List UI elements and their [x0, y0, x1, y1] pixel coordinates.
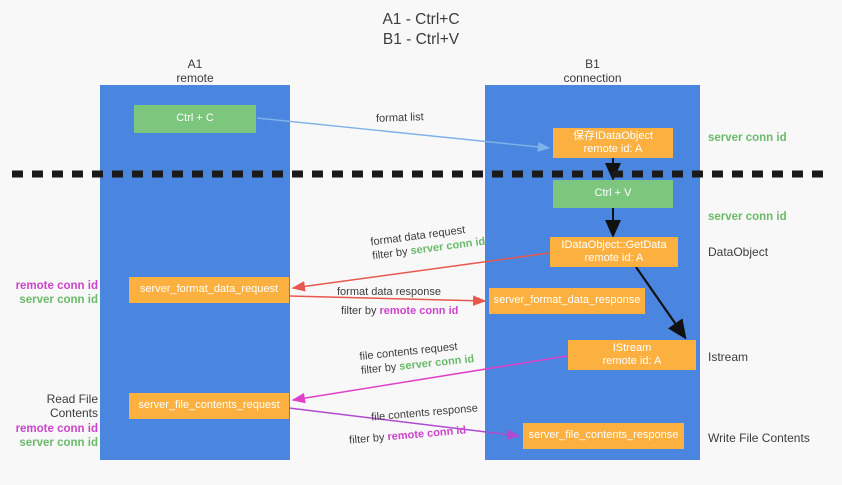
edge-label-file-contents-request: file contents request filter by server c…	[359, 338, 475, 378]
lane-a1-title: A1	[187, 57, 203, 71]
edge-label-file-contents-response-title: file contents response	[370, 402, 479, 424]
annotation-istream: Istream	[708, 350, 749, 364]
node-server-file-contents-response[interactable]: server_file_contents_response	[523, 423, 684, 449]
node-idataobject-getdata[interactable]: IDataObject::GetData remote id: A	[550, 237, 678, 267]
node-ctrl-c[interactable]: Ctrl + C	[134, 105, 256, 133]
lane-b1-subtitle: connection	[563, 71, 622, 85]
node-server-format-data-response-label: server_format_data_response	[493, 294, 641, 307]
edge-label-file-contents-response: file contents response filter by remote …	[347, 401, 481, 447]
node-getdata-line2: remote id: A	[584, 252, 644, 264]
edge-label-format-data-response-title: format data response	[337, 286, 441, 298]
node-getdata-line1: IDataObject::GetData	[561, 238, 667, 251]
node-server-file-contents-request-label: server_file_contents_request	[138, 399, 280, 412]
edge-label-format-list-text: format list	[375, 111, 424, 125]
lane-header-b1: B1 connection	[485, 57, 700, 85]
filter-value-remote-conn-id: remote conn id	[379, 305, 459, 317]
annotation-server-conn-id-mid: server conn id	[708, 211, 787, 223]
annotation-dataobject: DataObject	[708, 245, 769, 259]
node-server-format-data-request[interactable]: server_format_data_request	[129, 277, 289, 303]
annotation-write-file-contents: Write File Contents	[708, 431, 810, 445]
node-ctrl-c-label: Ctrl + C	[176, 112, 214, 125]
node-idataobject-line1: 保存IDataObject	[572, 129, 654, 142]
edge-label-file-contents-response-filter: filter by remote conn id	[349, 422, 481, 447]
title-line-2: B1 - Ctrl+V	[382, 31, 460, 48]
node-istream[interactable]: IStream remote id: A	[568, 340, 696, 370]
node-server-file-contents-request[interactable]: server_file_contents_request	[129, 393, 289, 419]
node-ctrl-v-label: Ctrl + V	[594, 187, 632, 200]
filter-prefix: filter by	[371, 245, 412, 263]
page-title: A1 - Ctrl+C B1 - Ctrl+V	[0, 10, 842, 50]
edge-label-format-list: format list	[376, 110, 424, 126]
edge-label-format-data-request: format data request filter by server con…	[370, 221, 486, 264]
node-istream-line2: remote id: A	[602, 355, 662, 367]
filter-prefix: filter by	[341, 305, 380, 317]
node-server-file-contents-response-label: server_file_contents_response	[528, 429, 679, 442]
node-server-format-data-request-label: server_format_data_request	[139, 283, 279, 296]
edge-label-format-data-response: format data response filter by remote co…	[337, 285, 458, 318]
annotation-server-conn-id: server conn id	[19, 437, 98, 449]
annotation-remote-conn-id: remote conn id	[15, 423, 98, 435]
annotation-read-file-contents-group: Read File Contents remote conn id server…	[8, 392, 98, 450]
title-line-1: A1 - Ctrl+C	[382, 11, 460, 28]
node-ctrl-v[interactable]: Ctrl + V	[553, 180, 673, 208]
node-idataobject-line2: remote id: A	[583, 143, 643, 155]
annotation-remote-conn-id: remote conn id	[15, 280, 98, 292]
annotation-server-conn-id: server conn id	[19, 294, 98, 306]
annotation-read-file-contents: Read File Contents	[46, 392, 98, 420]
node-istream-line1: IStream	[612, 341, 652, 354]
edge-label-format-data-response-filter: filter by remote conn id	[341, 304, 458, 318]
annotation-conn-ids-format: remote conn id server conn id	[8, 279, 98, 307]
filter-prefix: filter by	[360, 360, 400, 377]
lane-header-a1: A1 remote	[100, 57, 290, 85]
annotation-server-conn-id-top: server conn id	[708, 132, 787, 144]
lane-a1-subtitle: remote	[176, 71, 214, 85]
lane-b1-title: B1	[585, 57, 600, 71]
node-server-format-data-response[interactable]: server_format_data_response	[489, 288, 645, 314]
filter-value-remote-conn-id: remote conn id	[387, 424, 467, 444]
node-idataobject[interactable]: 保存IDataObject remote id: A	[553, 128, 673, 158]
filter-prefix: filter by	[348, 431, 389, 447]
